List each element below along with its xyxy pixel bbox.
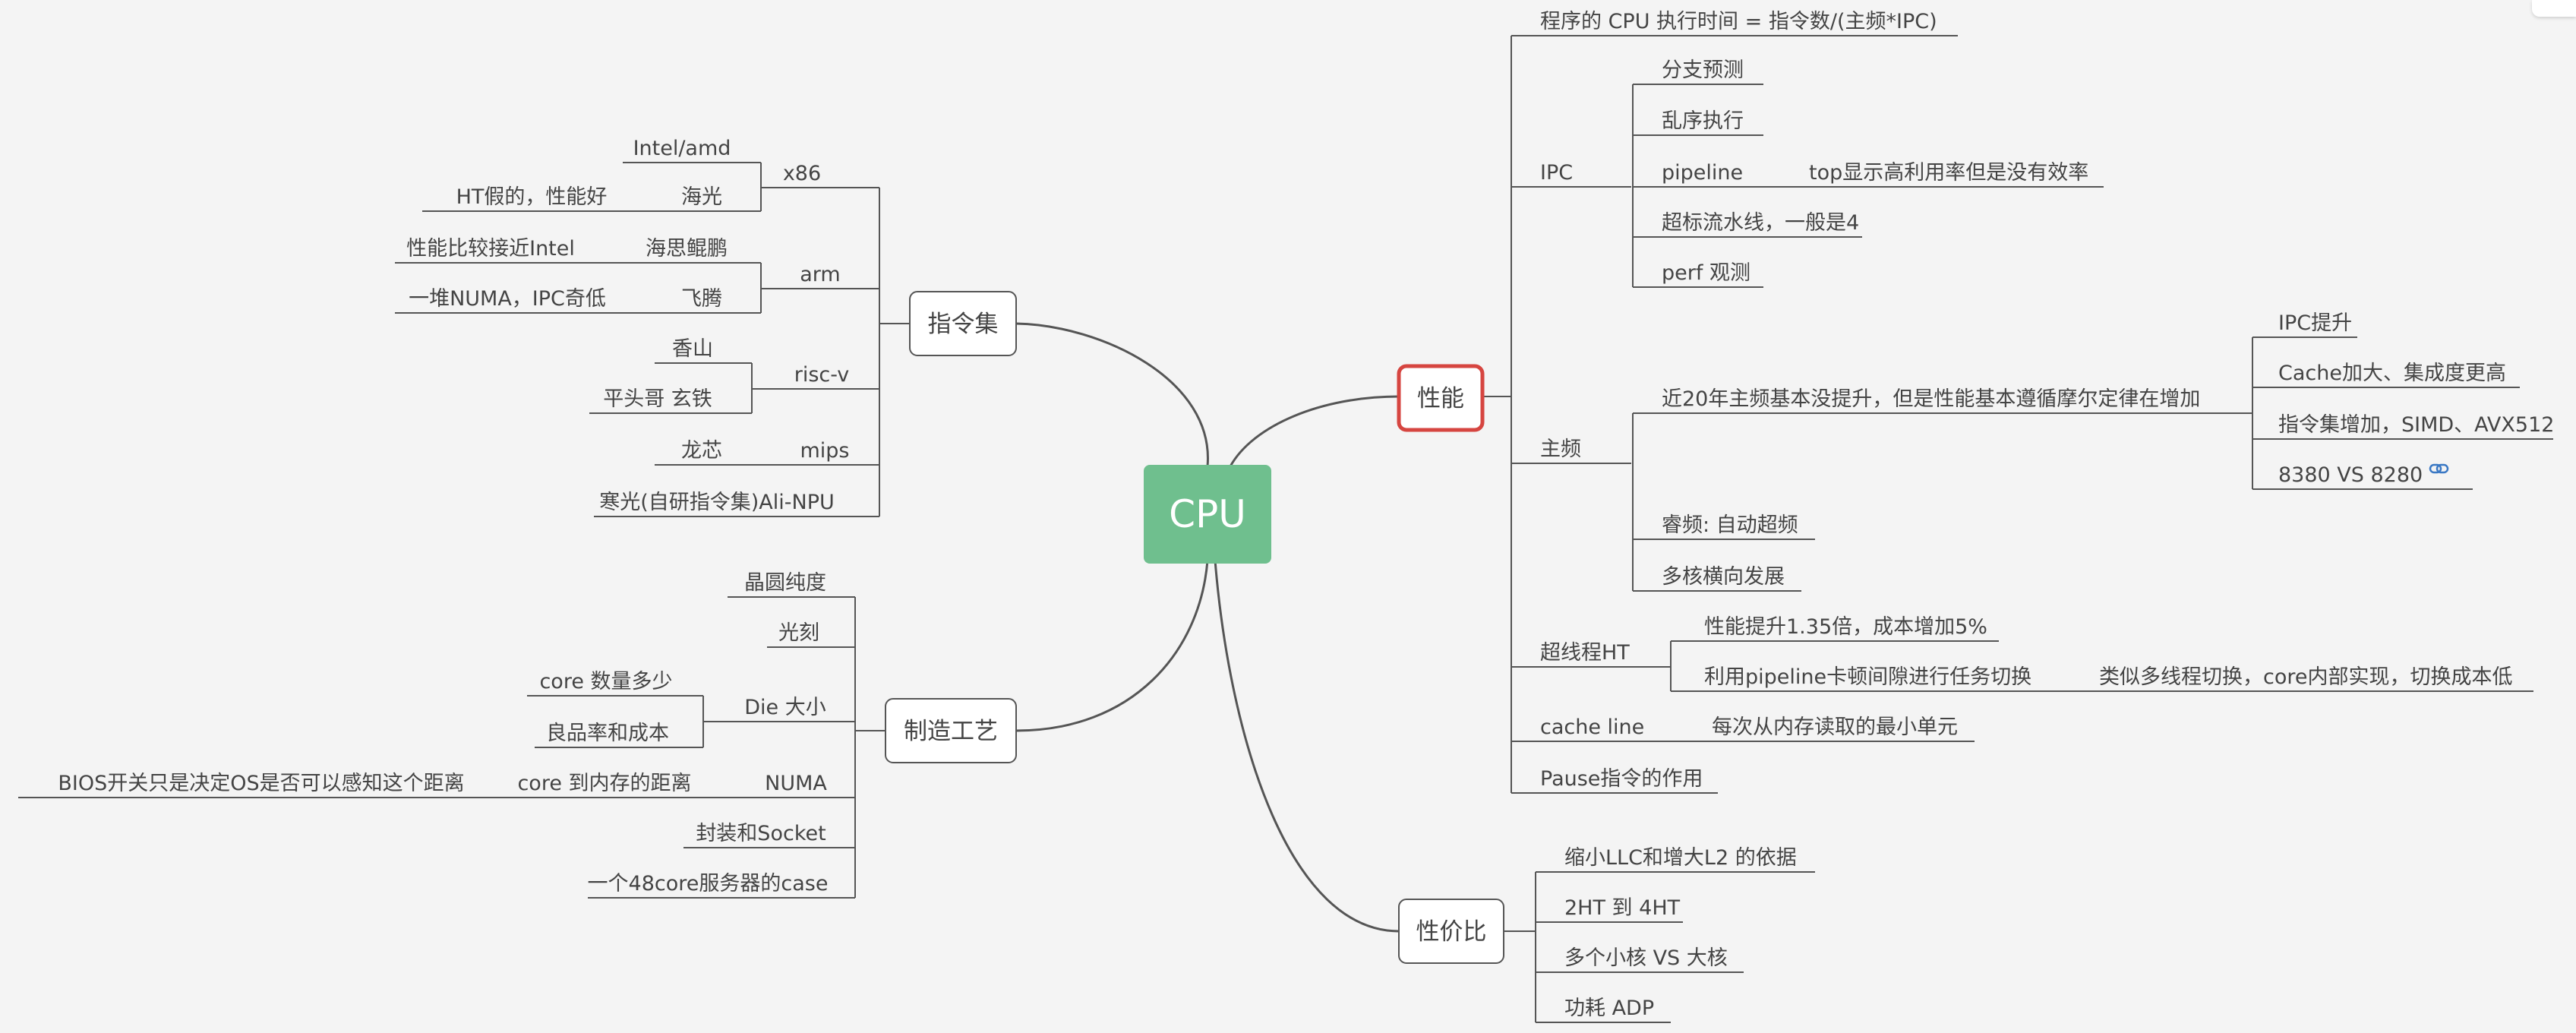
topic-ht_pipe[interactable]: 利用pipeline卡顿间隙进行任务切换: [1704, 665, 2031, 689]
topic-numa[interactable]: NUMA: [765, 772, 827, 795]
topic-intel_amd[interactable]: Intel/amd: [633, 137, 731, 160]
main-topic-xingneng-box[interactable]: [1397, 364, 1485, 432]
topic-pingtouge[interactable]: 平头哥 玄铁: [603, 387, 712, 411]
topic-ht_perf[interactable]: 性能提升1.35倍，成本增加5%: [1704, 615, 1987, 639]
topic-boxes: [885, 291, 1504, 964]
topic-ht24[interactable]: 2HT 到 4HT: [1564, 896, 1681, 920]
topic-feiteng[interactable]: 飞腾: [681, 287, 722, 311]
topic-core_mem[interactable]: core 到内存的距离: [517, 772, 691, 795]
topic-bios[interactable]: BIOS开关只是决定OS是否可以感知这个距离: [58, 772, 464, 795]
topic-longxin[interactable]: 龙芯: [681, 439, 722, 463]
edge-cpu-xingjiabi: [1214, 560, 1400, 933]
topic-jingyuan[interactable]: 晶圆纯度: [744, 571, 826, 595]
topic-llc[interactable]: 缩小LLC和增大L2 的依据: [1564, 846, 1797, 870]
edge-cpu-xingneng: [1229, 395, 1400, 467]
topic-ipc[interactable]: IPC: [1540, 161, 1573, 185]
topic-pipeline[interactable]: pipeline: [1662, 161, 1743, 185]
top-right-scroll-handle[interactable]: [2532, 0, 2576, 17]
topic-ht_jia[interactable]: HT假的，性能好: [456, 185, 608, 209]
topic-top_note[interactable]: top显示高利用率但是没有效率: [1809, 161, 2088, 185]
main-topic-xingneng[interactable]: 性能: [1417, 385, 1464, 412]
topic-ht[interactable]: 超线程HT: [1540, 641, 1630, 665]
topic-cacheline[interactable]: cache line: [1540, 716, 1644, 739]
topic-feiteng_note[interactable]: 一堆NUMA，IPC奇低: [409, 287, 606, 311]
topic-kunpeng_note[interactable]: 性能比较接近Intel: [406, 237, 575, 261]
edge-cpu-zhizao: [1015, 560, 1209, 732]
topic-cacheline_note[interactable]: 每次从内存读取的最小单元: [1712, 716, 1958, 739]
topic-arm[interactable]: arm: [800, 263, 840, 286]
main-topic-zhilingji-box[interactable]: [909, 291, 1017, 356]
topic-moore[interactable]: 近20年主频基本没提升，但是性能基本遵循摩尔定律在增加: [1662, 387, 2200, 411]
topic-hanguang[interactable]: 寒光(自研指令集)Ali-NPU: [599, 491, 835, 514]
edge-cpu-zhilingji: [1015, 322, 1209, 467]
topic-kunpeng[interactable]: 海思鲲鹏: [646, 237, 728, 261]
topic-mips[interactable]: mips: [800, 439, 849, 463]
topic-haiguang[interactable]: 海光: [681, 185, 722, 209]
main-topic-xingjiabi[interactable]: 性价比: [1416, 918, 1487, 946]
topic-branch[interactable]: 分支预测: [1662, 58, 1744, 82]
main-topic-zhizao-box[interactable]: [885, 698, 1017, 763]
connector-lines: [18, 35, 2553, 1023]
topic-die[interactable]: Die 大小: [744, 696, 826, 719]
root-node-box[interactable]: [1144, 465, 1271, 564]
topic-cache_up[interactable]: Cache加大、集成度更高: [2278, 362, 2506, 385]
topic-core_count[interactable]: core 数量多少: [539, 670, 672, 693]
topic-superscalar[interactable]: 超标流水线，一般是4: [1662, 211, 1859, 235]
link-icon[interactable]: [2429, 463, 2449, 474]
topic-labels: x86 Intel/amd 海光 HT假的，性能好 arm 海思鲲鹏 性能比较接近Intel…: [58, 10, 2554, 1020]
topic-power[interactable]: 功耗 ADP: [1564, 997, 1654, 1020]
topic-v8380[interactable]: 8380 VS 8280: [2278, 463, 2423, 487]
topic-pause[interactable]: Pause指令的作用: [1540, 767, 1703, 791]
topic-fengzhuang[interactable]: 封装和Socket: [696, 822, 826, 845]
topic-zhupin[interactable]: 主频: [1540, 438, 1581, 461]
topic-yield[interactable]: 良品率和成本: [546, 722, 669, 745]
topic-xiangshan[interactable]: 香山: [672, 337, 713, 361]
topic-riscv[interactable]: risc-v: [794, 363, 850, 387]
topic-ooo[interactable]: 乱序执行: [1662, 109, 1744, 133]
topic-perf[interactable]: perf 观测: [1662, 261, 1750, 285]
main-topic-zhilingji[interactable]: 指令集: [928, 311, 999, 338]
topic-ruipin[interactable]: 睿频: 自动超频: [1662, 513, 1798, 537]
topic-exec_time[interactable]: 程序的 CPU 执行时间 = 指令数/(主频*IPC): [1540, 10, 1937, 33]
root-node-label[interactable]: CPU: [1169, 492, 1246, 536]
topic-guangke[interactable]: 光刻: [778, 621, 819, 645]
topic-case48[interactable]: 一个48core服务器的case: [588, 872, 829, 896]
topic-ht_like[interactable]: 类似多线程切换，core内部实现，切换成本低: [2099, 665, 2512, 689]
main-topic-zhizao[interactable]: 制造工艺: [904, 718, 998, 745]
topic-simd[interactable]: 指令集增加，SIMD、AVX512: [2278, 413, 2554, 437]
main-topic-xingjiabi-box[interactable]: [1398, 899, 1504, 964]
topic-x86[interactable]: x86: [783, 162, 821, 185]
topic-multicore[interactable]: 多核横向发展: [1662, 565, 1785, 589]
topic-small_big[interactable]: 多个小核 VS 大核: [1564, 946, 1728, 970]
topic-ipc_up[interactable]: IPC提升: [2278, 311, 2352, 335]
